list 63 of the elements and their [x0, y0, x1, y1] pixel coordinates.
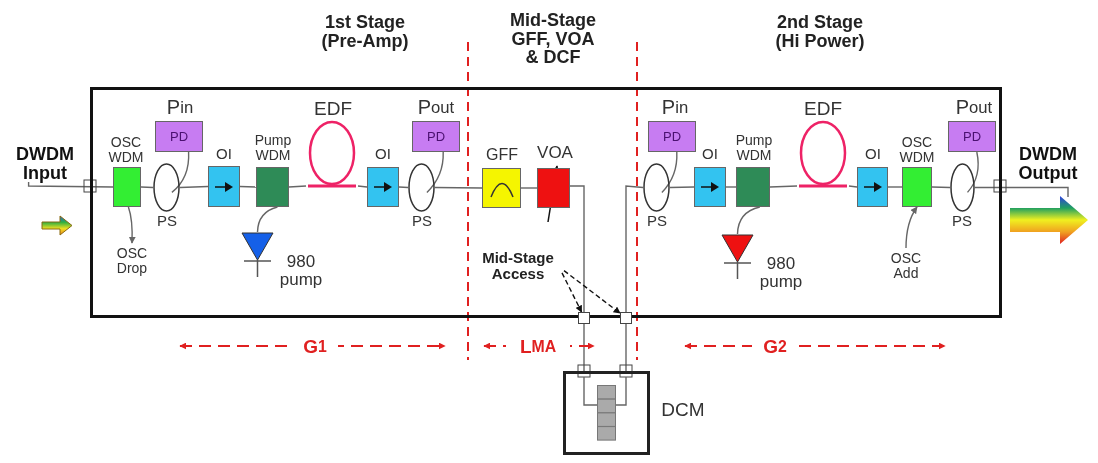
fiber-line — [974, 186, 1069, 198]
fiber-line — [887, 186, 903, 188]
component-label: OI — [864, 145, 882, 163]
stage-title: Mid-Stage GFF, VOA & DCF — [509, 8, 597, 70]
fiber-line — [398, 186, 409, 189]
fiber-line — [583, 323, 585, 372]
amplifier-enclosure — [90, 87, 1002, 318]
fiber-line — [669, 186, 695, 189]
fiber-line — [725, 186, 737, 188]
component-label: OSC WDM — [107, 134, 145, 166]
fiber-line — [256, 206, 279, 233]
component-label: 980 pump — [278, 251, 324, 291]
stage-title: 1st Stage (Pre-Amp) — [320, 11, 410, 53]
fiber-connector — [620, 312, 632, 324]
component-label: PS — [411, 212, 433, 229]
component-label: VOA — [536, 141, 574, 164]
port-label: DWDM Output — [1017, 146, 1079, 182]
component-label: 980 pump — [758, 253, 804, 293]
component-label: OI — [215, 145, 233, 163]
arrow — [905, 206, 918, 249]
component-label: PS — [156, 212, 178, 229]
component-label: PS — [646, 212, 668, 229]
fiber-line — [179, 185, 209, 189]
component-label: PS — [951, 212, 973, 229]
component-label: OI — [701, 145, 719, 163]
photodetector-box: PD — [948, 121, 996, 152]
fiber-line — [520, 187, 538, 189]
fiber-line — [661, 151, 678, 194]
fiber-connector — [578, 312, 590, 324]
leader-line — [561, 272, 583, 313]
component-label: OI — [374, 145, 392, 163]
photodetector-box: PD — [648, 121, 696, 152]
annotation-text: OSC Drop — [115, 243, 149, 278]
photodetector-box: PD — [155, 121, 203, 152]
fiber-line — [569, 185, 585, 313]
component-label: EDF — [313, 98, 353, 120]
fiber-line — [239, 185, 257, 188]
component-label: EDF — [803, 98, 843, 120]
component-label: OSC WDM — [898, 134, 936, 166]
annotation-text: DWDM Input — [15, 146, 75, 182]
component-label: GFF — [485, 145, 519, 165]
fiber-line — [966, 151, 979, 194]
component-label: Pump WDM — [253, 131, 293, 165]
component-label: Pump WDM — [734, 131, 774, 165]
photodetector-box: PD — [412, 121, 460, 152]
fiber-line — [625, 323, 627, 372]
fiber-line — [434, 186, 483, 189]
leader-line — [563, 269, 621, 314]
fiber-line — [736, 206, 761, 235]
fiber-line — [931, 186, 951, 189]
fiber-line — [769, 185, 798, 188]
fiber-line — [171, 151, 190, 194]
fiber-line — [288, 185, 307, 188]
fiber-line — [140, 186, 154, 189]
annotation-text: OSC Add — [889, 249, 923, 283]
fiber-line — [426, 151, 444, 194]
annotation-text: Mid-Stage Access — [481, 248, 555, 284]
fiber-line — [848, 185, 858, 188]
arrow — [127, 206, 136, 244]
fiber-line — [357, 185, 368, 188]
stage-title: 2nd Stage (Hi Power) — [774, 11, 866, 53]
component-label: DCM — [660, 398, 706, 422]
fiber-line — [625, 185, 644, 313]
